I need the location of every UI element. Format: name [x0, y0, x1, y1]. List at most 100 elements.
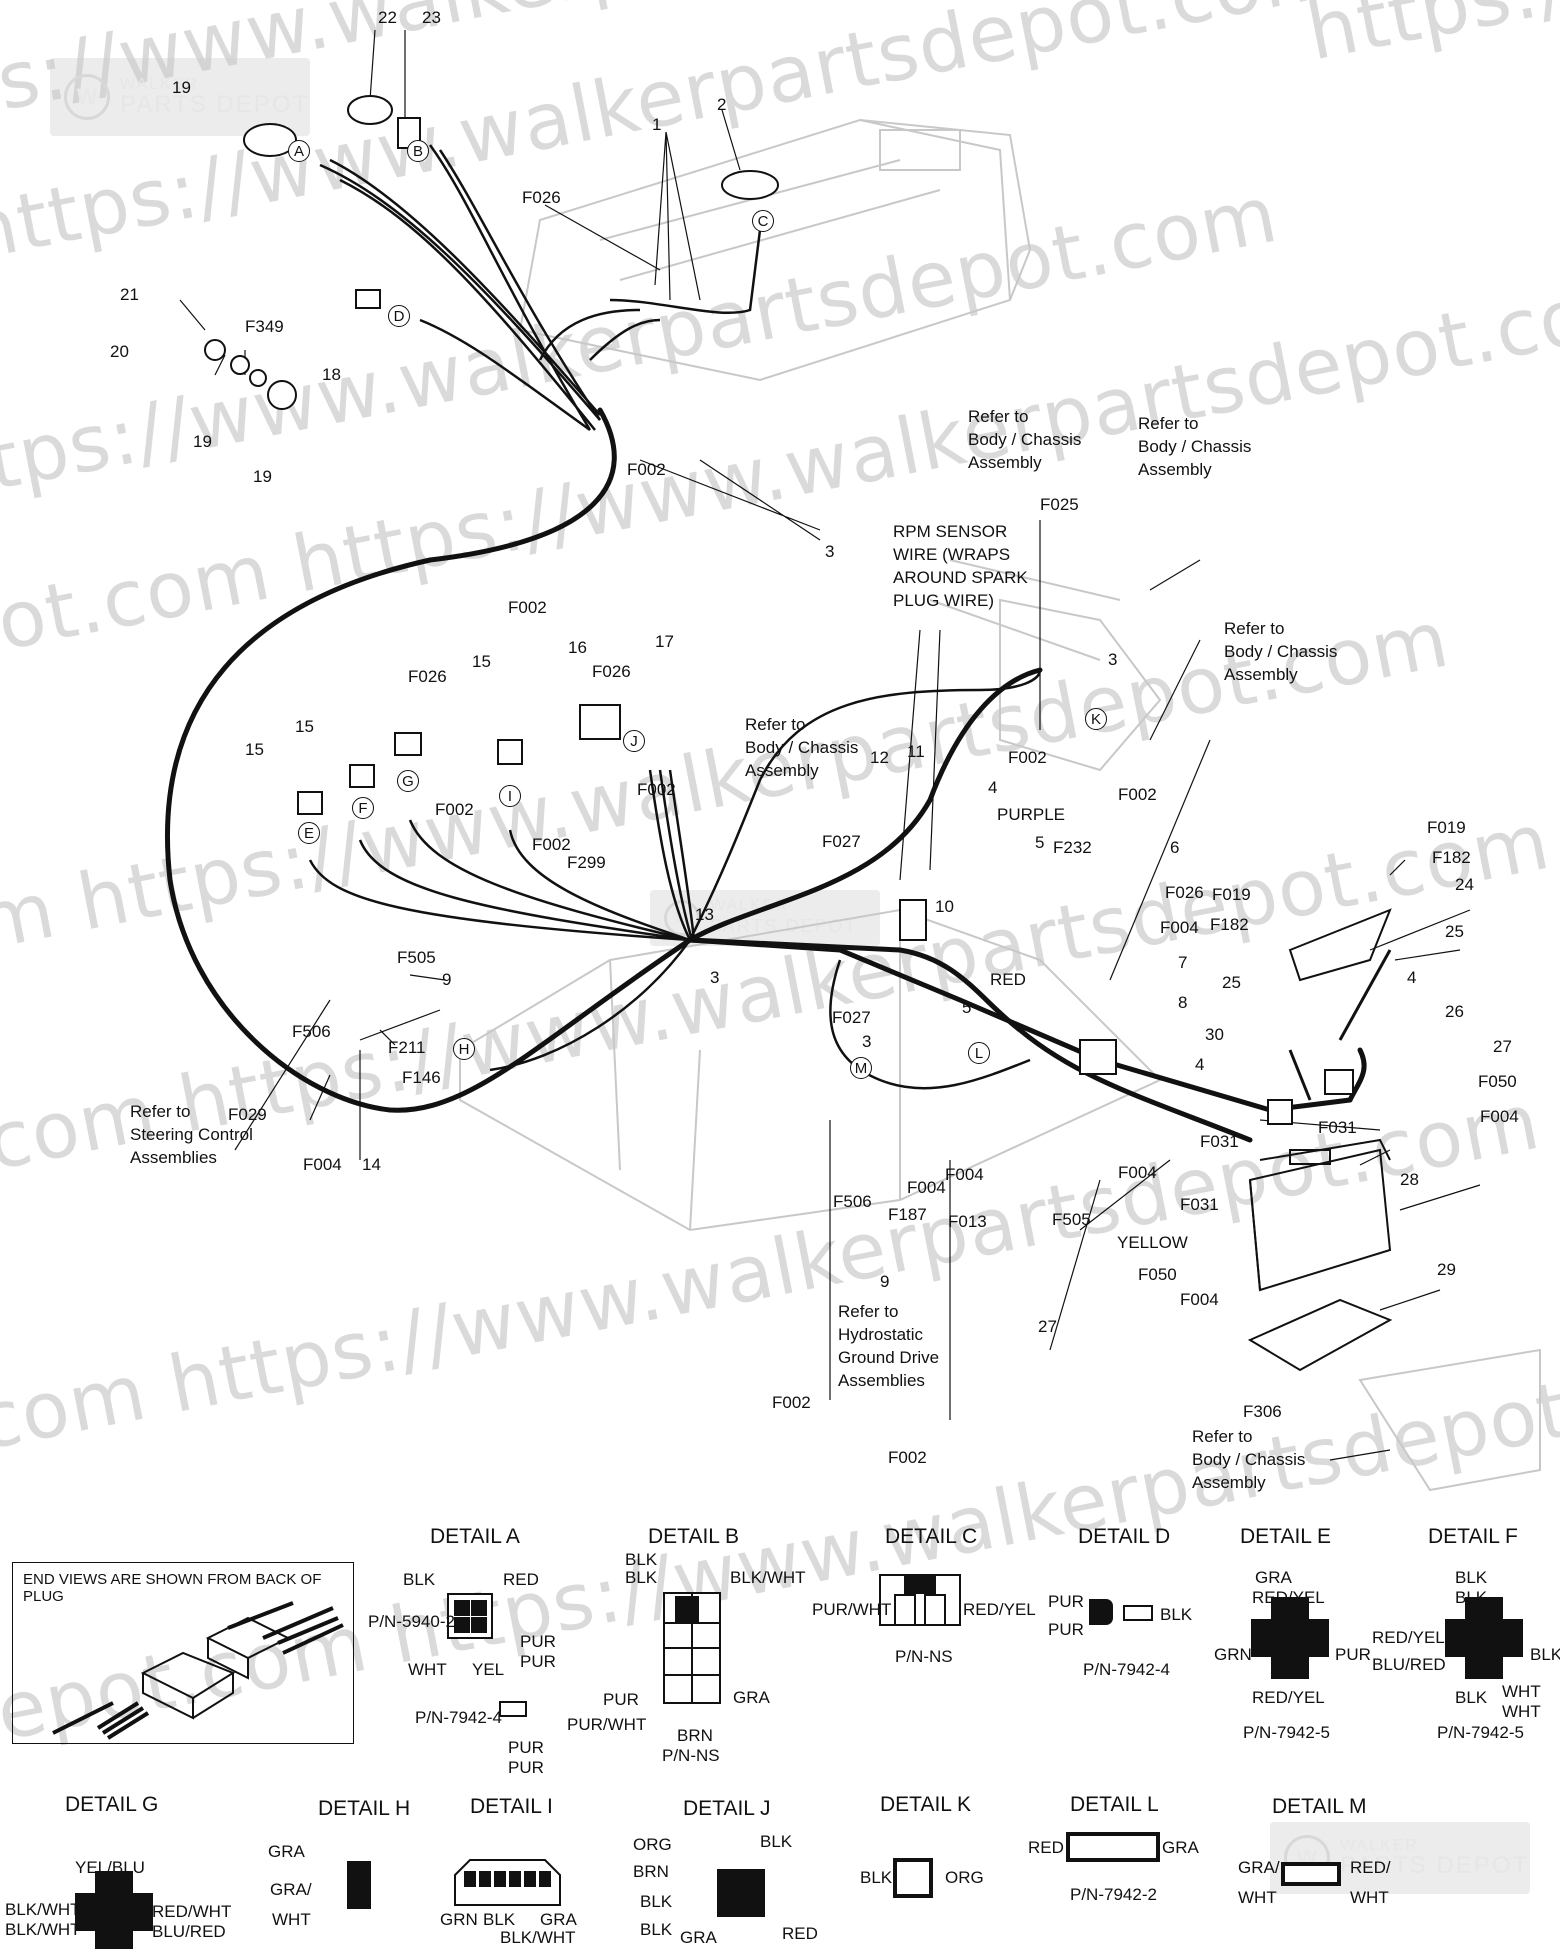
callout-label: F182	[1210, 915, 1249, 934]
logo-line2: PARTS DEPOT	[710, 916, 858, 936]
module-17	[579, 704, 621, 740]
callout-label: 1	[652, 115, 662, 134]
detail-m-label: WHT	[1238, 1888, 1277, 1907]
callout-label: F050	[1138, 1265, 1177, 1284]
callout-label: F026	[522, 188, 561, 207]
callout-label: F506	[292, 1022, 331, 1041]
callout-label: F004	[303, 1155, 342, 1174]
callout-label: F182	[1432, 848, 1471, 867]
callout-label: 12	[870, 748, 889, 767]
detail-a-label: PUR	[520, 1632, 556, 1651]
callout-label: F002	[532, 835, 571, 854]
detail-i-label: BLK	[483, 1910, 516, 1929]
detail-j-label: BRN	[633, 1862, 669, 1881]
callout-label: 21	[120, 285, 139, 304]
washer	[230, 355, 250, 375]
detail-j-title: DETAIL J	[683, 1797, 771, 1820]
detail-b-label: GRA	[733, 1688, 770, 1707]
callout-label: 28	[1400, 1170, 1419, 1189]
walker-logo: W WALKER PARTS DEPOT	[1270, 1822, 1530, 1894]
rpm-sensor	[899, 899, 927, 941]
callout-label: 5	[1035, 833, 1045, 852]
callout-label: F026	[592, 662, 631, 681]
detail-e-label: GRN	[1214, 1645, 1252, 1664]
callout-label: YELLOW	[1117, 1233, 1188, 1252]
detail-l-label: GRA	[1162, 1838, 1199, 1857]
detail-l-title: DETAIL L	[1070, 1793, 1159, 1816]
callout-label: 16	[568, 638, 587, 657]
detail-f-label: BLK	[1455, 1588, 1488, 1607]
connector-callout-h: H	[453, 1038, 475, 1060]
detail-i-label: BLK/WHT	[500, 1928, 576, 1947]
detail-g-title: DETAIL G	[65, 1793, 159, 1816]
callout-label: 25	[1222, 973, 1241, 992]
diode-16	[497, 739, 523, 765]
detail-l-label: P/N-7942-2	[1070, 1885, 1157, 1904]
battery	[1248, 1138, 1392, 1292]
callout-label: F050	[1478, 1072, 1517, 1091]
callout-label: 17	[655, 632, 674, 651]
detail-m-label: GRA/	[1238, 1858, 1280, 1877]
callout-label: F004	[1160, 918, 1199, 937]
detail-a-label: PUR	[508, 1758, 544, 1777]
detail-b-label: BLK	[625, 1568, 658, 1587]
connector-callout-i: I	[499, 785, 521, 807]
callout-label: F004	[945, 1165, 984, 1184]
callout-label: 4	[1195, 1055, 1205, 1074]
note-body-chassis: Refer to Body / Chassis Assembly	[1138, 414, 1252, 479]
connector-callout-f: F	[352, 797, 374, 819]
detail-j-label: BLK	[640, 1920, 673, 1939]
gauge-2	[721, 170, 779, 200]
detail-i-title: DETAIL I	[470, 1795, 553, 1818]
connector-callout-d: D	[388, 305, 410, 327]
callout-label: 19	[193, 432, 212, 451]
detail-e-label: P/N-7942-5	[1243, 1723, 1330, 1742]
connector-callout-l: L	[968, 1042, 990, 1064]
detail-c-label: P/N-NS	[895, 1647, 953, 1666]
note-body-chassis: Refer to Body / Chassis Assembly	[1192, 1427, 1306, 1492]
detail-c-title: DETAIL C	[885, 1525, 978, 1548]
detail-b-label: BLK/WHT	[730, 1568, 806, 1587]
note-body-chassis: Refer to Body / Chassis Assembly	[745, 715, 859, 780]
callout-label: 4	[1407, 968, 1417, 987]
detail-f-label: P/N-7942-5	[1437, 1723, 1524, 1742]
callout-label: F004	[1118, 1163, 1157, 1182]
relay-15	[394, 732, 422, 756]
callout-label: F026	[408, 667, 447, 686]
callout-label: F027	[822, 832, 861, 851]
detail-d-label: PUR	[1048, 1592, 1084, 1611]
detail-c-label: PUR/WHT	[812, 1600, 892, 1619]
detail-m-label: WHT	[1350, 1888, 1389, 1907]
callout-label: 25	[1445, 922, 1464, 941]
detail-e-title: DETAIL E	[1240, 1525, 1332, 1548]
note-steering: Refer to Steering Control Assemblies	[130, 1102, 253, 1167]
callout-label: F031	[1318, 1118, 1357, 1137]
logo-line2: PARTS DEPOT	[120, 91, 310, 118]
detail-d-title: DETAIL D	[1078, 1525, 1171, 1548]
switch-18	[355, 289, 381, 309]
end-views-box: END VIEWS ARE SHOWN FROM BACK OF PLUG	[12, 1562, 354, 1744]
connector-callout-a: A	[288, 140, 310, 162]
detail-f-label: BLU/RED	[1372, 1655, 1446, 1674]
callout-label: 18	[322, 365, 341, 384]
callout-label: F004	[1180, 1290, 1219, 1309]
callout-label: 23	[422, 8, 441, 27]
detail-j-label: BLK	[760, 1832, 793, 1851]
callout-label: 8	[1178, 993, 1188, 1012]
detail-m-label: RED/	[1350, 1858, 1391, 1877]
callout-label: F029	[228, 1105, 267, 1124]
detail-b-label: BLK	[625, 1550, 658, 1569]
detail-h-label: GRA	[268, 1842, 305, 1861]
plug-illustration	[52, 1601, 344, 1740]
relay-15	[297, 791, 323, 815]
detail-a-title: DETAIL A	[430, 1525, 520, 1548]
callout-label: PURPLE	[997, 805, 1066, 824]
detail-g-label: RED/WHT	[152, 1902, 232, 1921]
connector-callout-b: B	[407, 140, 429, 162]
logo-line2: PARTS DEPOT	[1340, 1852, 1530, 1879]
detail-d-label: P/N-7942-4	[1083, 1660, 1170, 1679]
detail-f-title: DETAIL F	[1428, 1525, 1518, 1548]
mid-harness-branches	[308, 669, 1042, 1090]
